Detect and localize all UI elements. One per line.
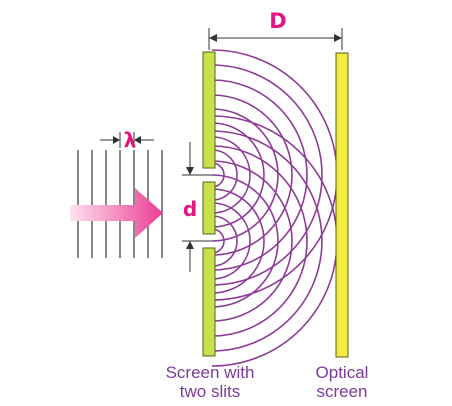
- distance-arrowhead-right: [334, 34, 342, 42]
- wavefront-upper-slit: [212, 122, 265, 228]
- wavefront-lower-slit: [212, 202, 251, 280]
- slit-screen-segment: [202, 181, 216, 235]
- distance-arrowhead-left: [209, 34, 217, 42]
- wavefront-upper-slit: [212, 162, 225, 188]
- optical-screen-caption-line2: screen: [316, 382, 367, 401]
- slit-screen-caption-line1: Screen with: [166, 363, 255, 382]
- slit-screen-caption-line2: two slits: [180, 382, 240, 401]
- optical-screen-caption-line1: Optical: [316, 363, 369, 382]
- wavelength-arrowhead-left: [113, 136, 120, 144]
- wavefront-lower-slit: [212, 215, 238, 267]
- wavelength-arrowhead-right: [134, 136, 141, 144]
- wavefront-lower-slit: [212, 160, 293, 322]
- wavefront-lower-slit: [212, 130, 323, 352]
- diffracted-wavefronts: [212, 49, 338, 367]
- slit-separation-marker: [182, 142, 212, 272]
- slit-screen-segment: [202, 51, 216, 169]
- slit-arrowhead-lower: [186, 241, 194, 249]
- wavefront-upper-slit: [212, 64, 323, 286]
- slit-screen-segment: [202, 247, 216, 357]
- optical-screen: [335, 52, 349, 358]
- wavefront-lower-slit: [212, 228, 225, 254]
- slit-arrowhead-upper: [186, 167, 194, 175]
- distance-label: D: [269, 9, 286, 33]
- slit-screen: [202, 51, 216, 357]
- wavefront-upper-slit: [212, 136, 251, 214]
- wavefront-upper-slit: [212, 149, 238, 201]
- distance-marker: [208, 28, 343, 50]
- wavefront-lower-slit: [212, 145, 308, 337]
- wavefront-upper-slit: [212, 108, 279, 242]
- wavefront-upper-slit: [212, 94, 293, 256]
- wavefront-lower-slit: [212, 174, 279, 308]
- wavefront-lower-slit: [212, 188, 265, 294]
- incident-light-arrow: [70, 188, 163, 238]
- wavefront-upper-slit: [212, 79, 308, 271]
- wavelength-label: λ: [124, 128, 137, 152]
- wavelength-marker: [100, 132, 154, 148]
- slit-separation-label: d: [183, 197, 197, 221]
